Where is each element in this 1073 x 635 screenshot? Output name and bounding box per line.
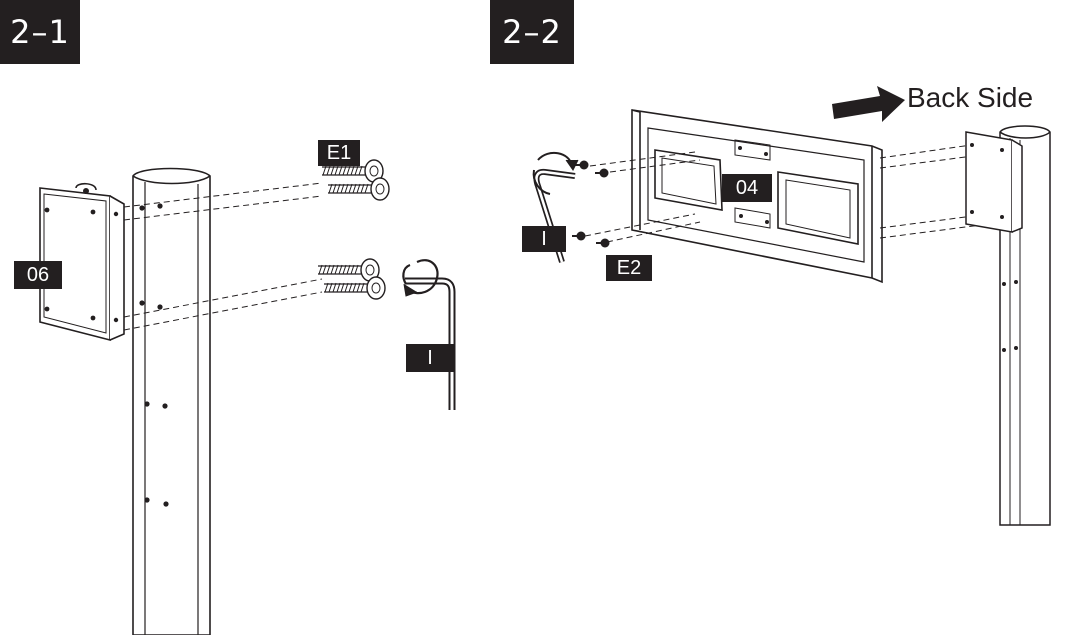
label-e1: E1 <box>318 140 360 166</box>
hex-key-icon <box>405 277 456 410</box>
rotate-clockwise-icon <box>532 151 579 195</box>
screw-icon <box>594 167 610 179</box>
step-badge-2-2: 2–2 <box>490 0 574 64</box>
label-04: 04 <box>722 174 772 202</box>
screw-icon <box>327 177 390 201</box>
label-06: 06 <box>14 261 62 289</box>
rotate-clockwise-icon <box>402 259 439 297</box>
screw-icon <box>571 230 587 242</box>
pole-left <box>132 167 211 635</box>
pole-left-holes <box>139 203 169 507</box>
label-wrench-step1: I <box>406 344 454 372</box>
guide-lines-right <box>584 137 1021 243</box>
bracket-right <box>965 131 1023 233</box>
screw-icon <box>317 258 380 282</box>
label-wrench-step2: I <box>522 226 566 252</box>
guide-lines-left <box>123 182 323 331</box>
back-side-label: Back Side <box>907 82 1034 113</box>
step-badge-2-1: 2–1 <box>0 0 80 64</box>
screw-icon <box>323 276 386 300</box>
screw-icon <box>595 237 611 249</box>
arrow-right-icon <box>832 86 905 122</box>
label-e2: E2 <box>606 255 652 281</box>
